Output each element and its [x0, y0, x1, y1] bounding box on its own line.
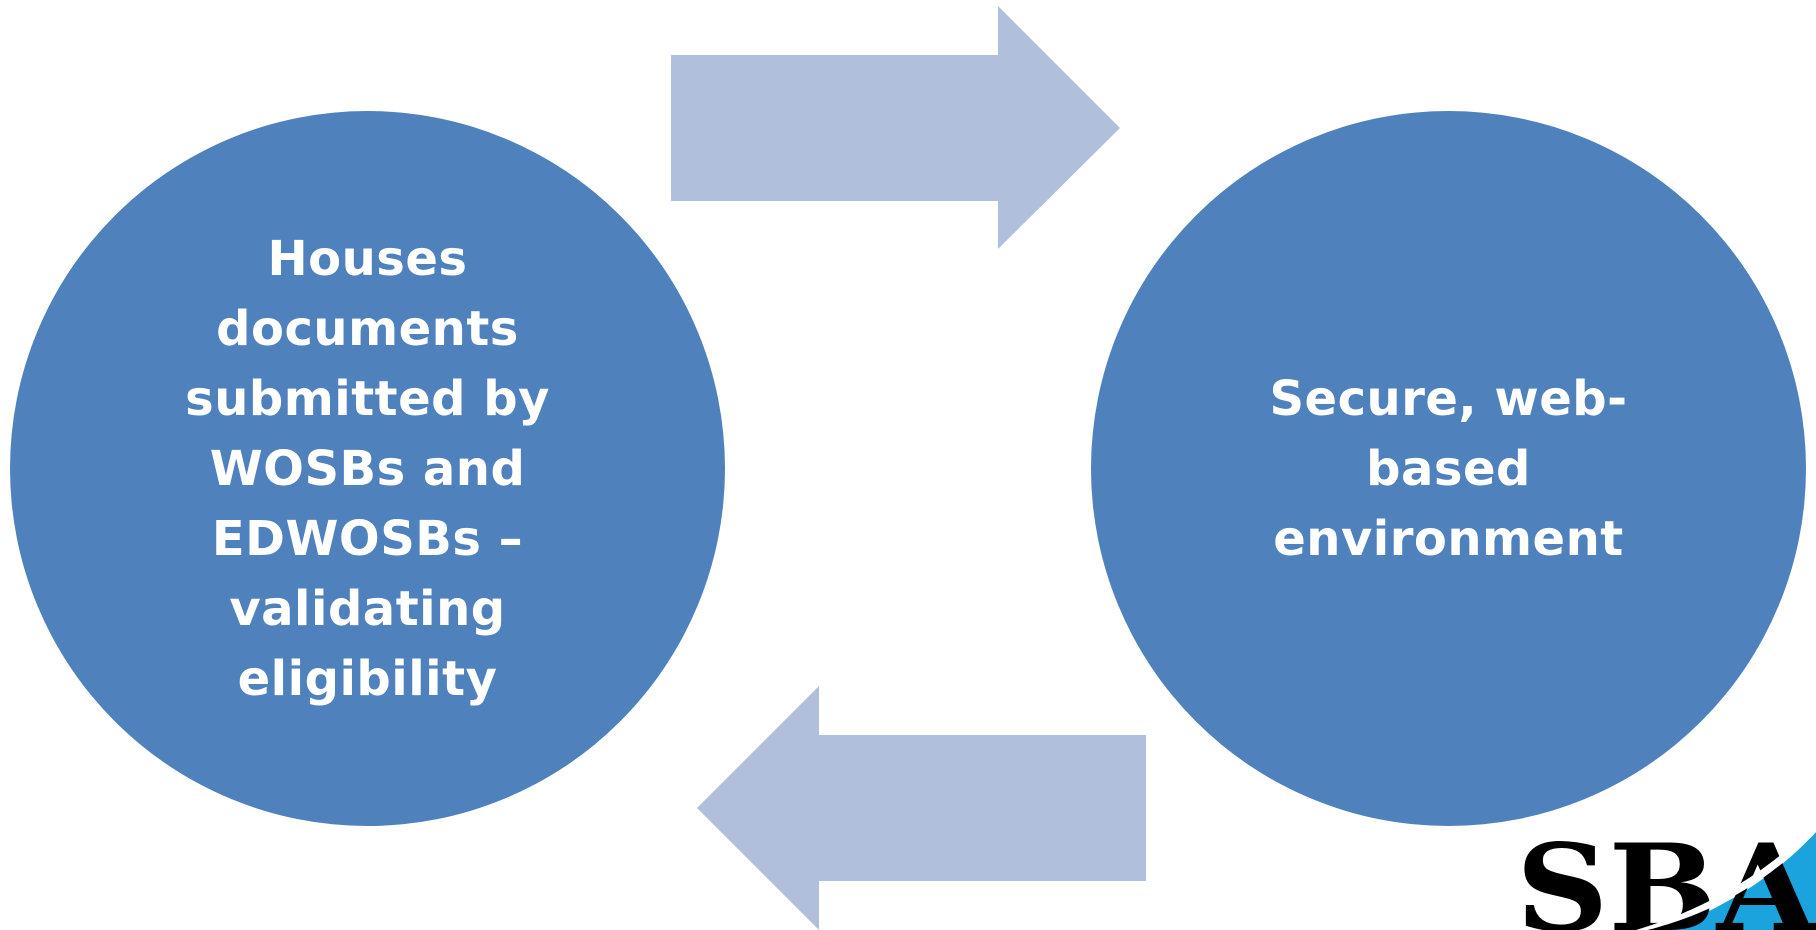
left-circle-text: Houses documents submitted by WOSBs and … [185, 230, 550, 707]
sba-logo-blue-swoosh [1666, 832, 1816, 930]
right-arrow [671, 6, 1120, 249]
right-circle: Secure, web- based environment [1091, 111, 1806, 826]
left-arrow-shape [697, 686, 1146, 930]
sba-logo-text: SBA [1516, 824, 1816, 930]
sba-logo: SBA [1516, 824, 1816, 930]
left-circle: Houses documents submitted by WOSBs and … [10, 111, 725, 826]
right-circle-text: Secure, web- based environment [1269, 370, 1628, 567]
right-arrow-shape [671, 6, 1120, 249]
left-arrow [697, 686, 1146, 930]
